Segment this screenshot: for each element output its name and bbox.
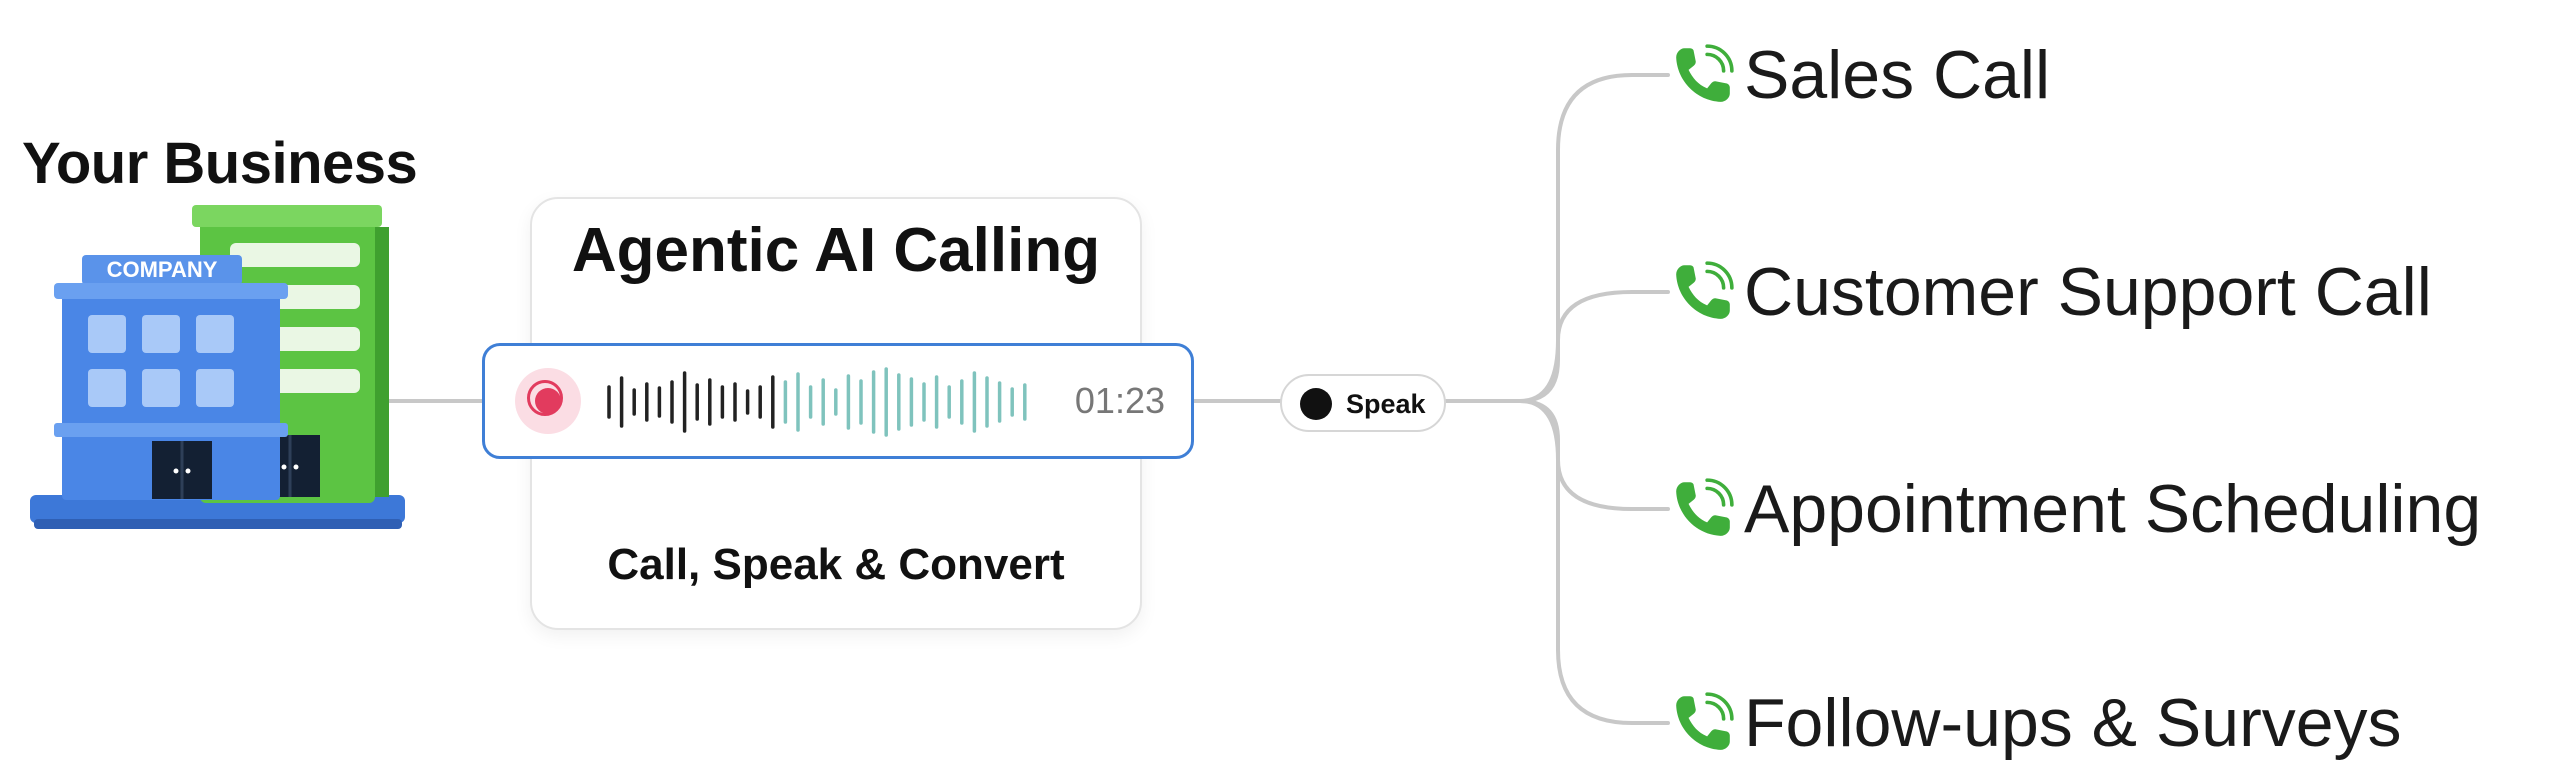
branch-label: Follow-ups & Surveys bbox=[1744, 685, 2402, 761]
phone-icon bbox=[1676, 44, 1734, 102]
speak-dot-icon bbox=[1300, 388, 1332, 420]
branch-customer-support-call: Customer Support Call bbox=[1670, 252, 2432, 332]
phone-icon bbox=[1676, 478, 1734, 536]
branch-sales-call: Sales Call bbox=[1670, 35, 2050, 115]
branch-label: Sales Call bbox=[1744, 37, 2051, 113]
branch-follow-ups-surveys: Follow-ups & Surveys bbox=[1670, 683, 2402, 763]
speak-node: Speak bbox=[1280, 374, 1446, 432]
phone-icon bbox=[1676, 261, 1734, 319]
speak-label: Speak bbox=[1346, 389, 1426, 419]
call-duration: 01:23 bbox=[1074, 380, 1165, 421]
card-title: Agentic AI Calling bbox=[571, 216, 1101, 285]
card-subtitle: Call, Speak & Convert bbox=[607, 540, 1065, 589]
company-sign: COMPANY bbox=[107, 257, 218, 282]
record-icon[interactable] bbox=[515, 368, 581, 434]
company-building-icon: COMPANY bbox=[30, 205, 405, 529]
phone-icon bbox=[1676, 692, 1734, 750]
call-recording-player[interactable]: 01:23 bbox=[482, 343, 1194, 459]
branch-label: Customer Support Call bbox=[1744, 254, 2432, 330]
audio-waveform bbox=[607, 367, 1027, 437]
branch-label: Appointment Scheduling bbox=[1744, 471, 2482, 547]
business-title: Your Business bbox=[22, 131, 418, 196]
branch-appointment-scheduling: Appointment Scheduling bbox=[1670, 469, 2481, 549]
